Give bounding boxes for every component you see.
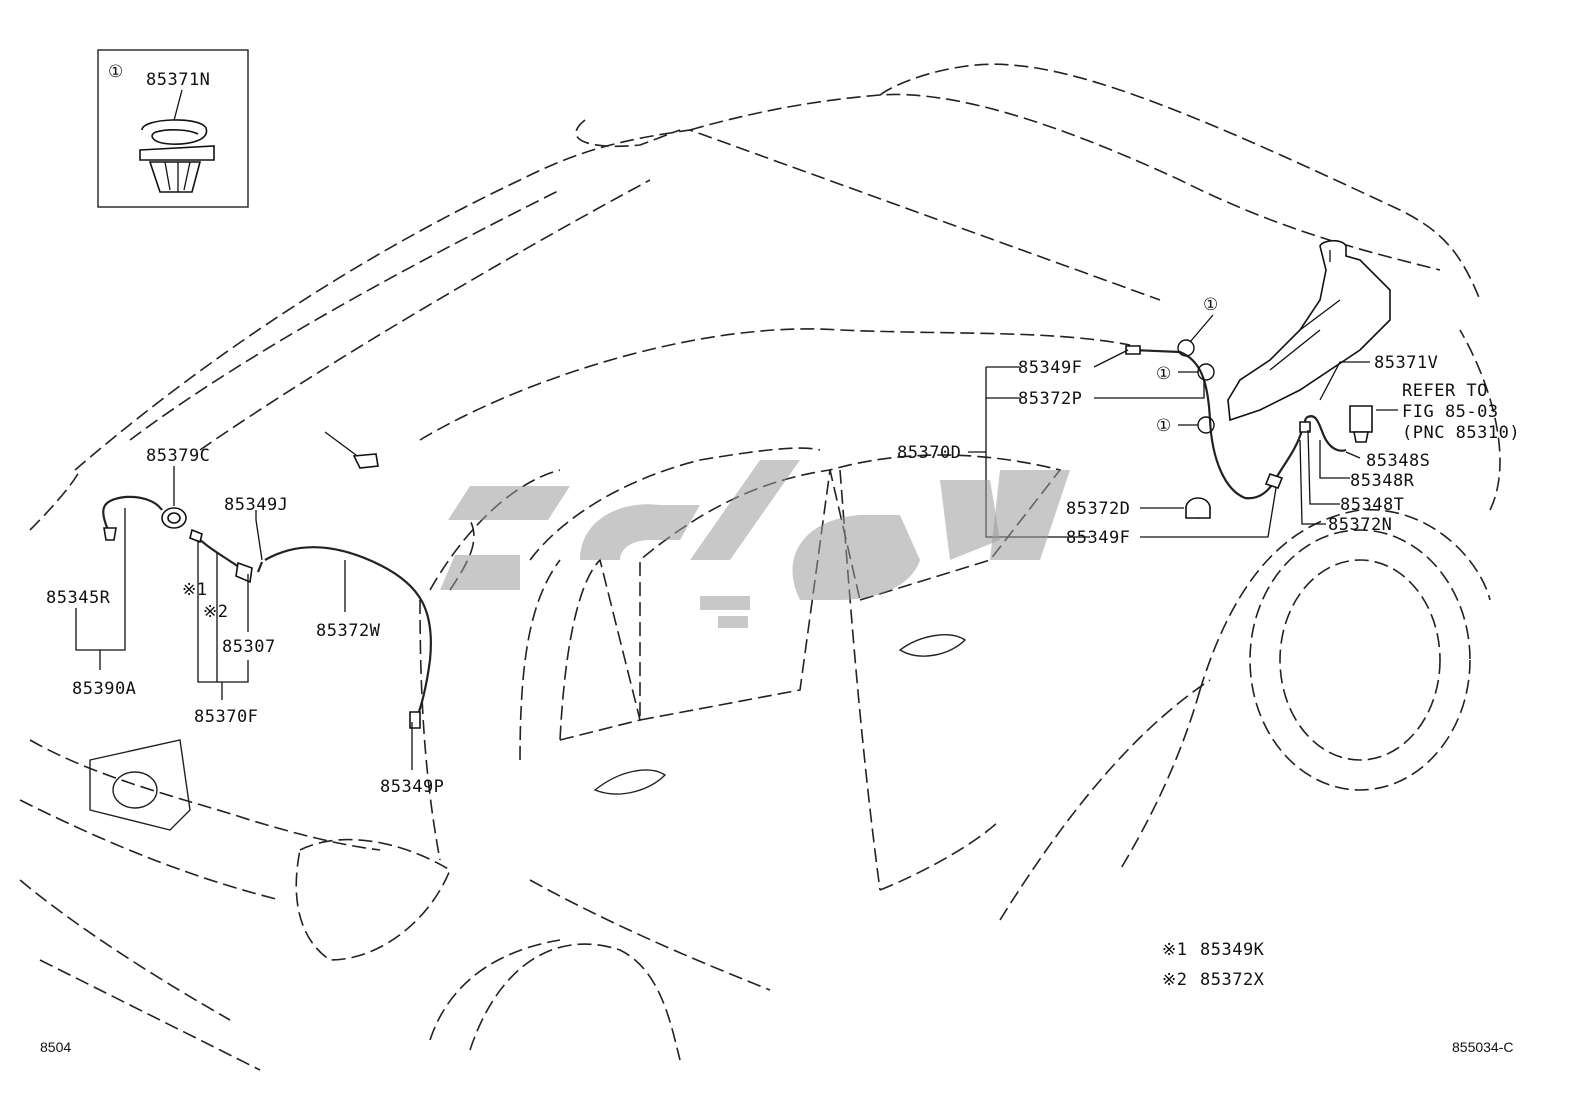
label-85345R: 85345R bbox=[46, 588, 111, 608]
legend: ※1 85349K ※2 85372X bbox=[1162, 940, 1265, 990]
label-85349P: 85349P bbox=[380, 777, 444, 797]
legend-mark-1: ※1 bbox=[1162, 940, 1187, 960]
label-85372D: 85372D bbox=[1066, 499, 1130, 519]
label-85390A: 85390A bbox=[72, 679, 136, 699]
label-85349F-bottom: 85349F bbox=[1066, 528, 1130, 548]
label-85372N: 85372N bbox=[1328, 515, 1392, 535]
label-85348S: 85348S bbox=[1366, 451, 1430, 471]
joint-85349F-top bbox=[1125, 345, 1141, 355]
refer-note-line2: FIG 85-03 bbox=[1402, 402, 1499, 422]
label-circled-one-c: ① bbox=[1156, 416, 1172, 436]
footer: 8504 855034-C bbox=[40, 1039, 1514, 1055]
label-85348T: 85348T bbox=[1340, 495, 1404, 515]
label-85370F: 85370F bbox=[194, 707, 258, 727]
pump-85310 bbox=[1349, 405, 1373, 433]
label-85379C: 85379C bbox=[146, 446, 210, 466]
label-85371V: 85371V bbox=[1374, 353, 1438, 373]
label-85307: 85307 bbox=[222, 637, 276, 657]
label-85349F-top: 85349F bbox=[1018, 358, 1082, 378]
label-mark2: ※2 bbox=[203, 602, 228, 622]
legend-part-2: 85372X bbox=[1200, 970, 1265, 990]
watermark-logo bbox=[440, 460, 1070, 628]
rear-washer-assembly bbox=[1125, 239, 1391, 519]
car-body-outline bbox=[19, 63, 1501, 1071]
nozzle-85307 bbox=[235, 561, 253, 584]
label-85372W: 85372W bbox=[316, 621, 381, 641]
callout-labels: 85379C 85349J 85345R 85390A ※1 ※2 85307 … bbox=[46, 295, 1520, 797]
label-mark1: ※1 bbox=[182, 580, 207, 600]
footer-left-code: 8504 bbox=[40, 1039, 71, 1055]
inset-box: ① 85371N bbox=[97, 49, 249, 208]
front-washer-hoses bbox=[102, 431, 432, 729]
label-85348R: 85348R bbox=[1350, 471, 1415, 491]
legend-part-1: 85349K bbox=[1200, 940, 1265, 960]
refer-note-line3: (PNC 85310) bbox=[1402, 423, 1520, 443]
inset-marker: ① bbox=[108, 62, 124, 82]
legend-mark-2: ※2 bbox=[1162, 970, 1187, 990]
footer-right-code: 855034-C bbox=[1452, 1039, 1514, 1055]
inset-part-number: 85371N bbox=[146, 70, 210, 90]
label-circled-one-a: ① bbox=[1203, 295, 1219, 315]
label-85370D: 85370D bbox=[897, 443, 961, 463]
joint-85349F-bottom bbox=[1264, 473, 1284, 489]
label-85349J: 85349J bbox=[224, 495, 288, 515]
refer-note-line1: REFER TO bbox=[1402, 381, 1488, 401]
grommet-85372D bbox=[1185, 497, 1211, 519]
label-circled-one-b: ① bbox=[1156, 364, 1172, 384]
label-85372P: 85372P bbox=[1018, 389, 1082, 409]
clip-icon bbox=[139, 119, 215, 193]
